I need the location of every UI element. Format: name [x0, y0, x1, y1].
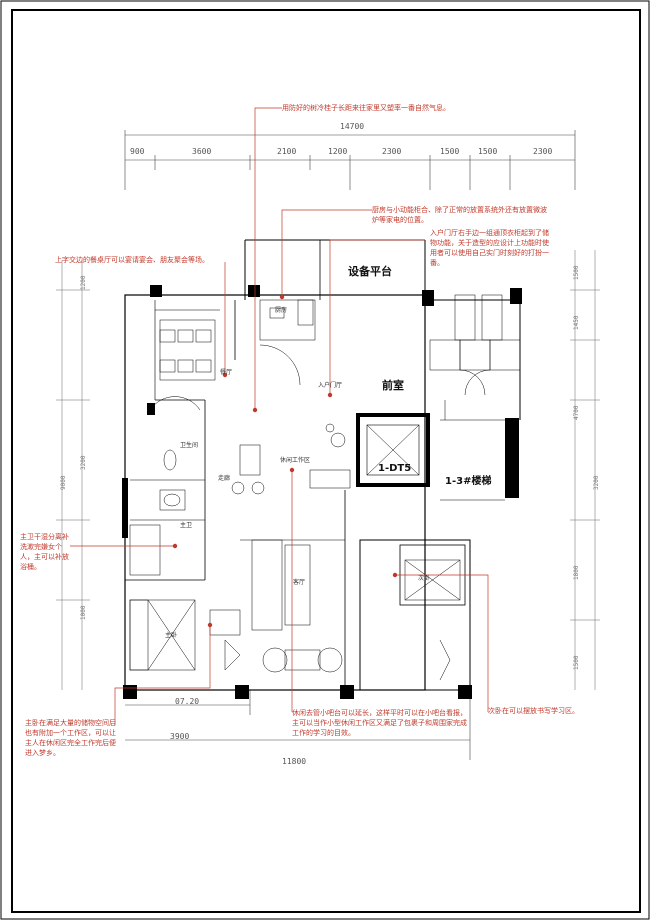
- note-second-bed: 次卧在可以摆放书写学习区。: [488, 707, 579, 715]
- dim-left-seg: 3200: [80, 455, 87, 470]
- note-top-window: 用防好的树冷桂子长距来往家里又塑率一番自然气息。: [282, 104, 450, 112]
- sheet-inner-border: [11, 9, 641, 913]
- dim-bottom-total: 11800: [282, 757, 307, 766]
- balcony-furniture: [224, 639, 451, 681]
- dim-left-seg: 1000: [80, 605, 87, 620]
- label-second-bed: 次卧: [418, 575, 431, 582]
- dim-right-seg: 1800: [573, 565, 580, 580]
- dim-bottom-left: 3900: [170, 732, 190, 741]
- walls: [124, 239, 521, 691]
- dim-top-seg: 1500: [440, 147, 460, 156]
- dim-bottom-mid: 07.20: [175, 697, 200, 706]
- side-dimension-lines: [56, 250, 600, 690]
- dim-right-seg: 1450: [573, 315, 580, 330]
- label-master-bath: 主卫: [180, 522, 193, 529]
- bathroom-fixtures: [129, 396, 201, 576]
- annotation-leaders: [70, 107, 489, 725]
- elevator-box: [356, 413, 430, 487]
- note-entrance-storage: 厨房与小动能柜合、除了正常的放置系统外还有放置微波炉等家电的位置。: [372, 206, 547, 224]
- label-elevator: 1-DT5: [378, 463, 412, 474]
- label-living: 客厅: [293, 579, 306, 586]
- stair-lines: [440, 400, 505, 501]
- label-dining: 餐厅: [220, 369, 233, 376]
- top-dimension-lines: [124, 130, 576, 190]
- dim-top-seg: 1200: [328, 147, 348, 156]
- note-bath: 主卫干湿分离补洗漱完嫌女个人，主可以补放浴桶。: [20, 533, 69, 571]
- label-master-bed: 主卧: [165, 632, 178, 639]
- label-front-room: 前室: [382, 379, 404, 392]
- dining-furniture: [159, 319, 216, 381]
- dim-left-outer: 9000: [60, 475, 67, 490]
- dim-top-total: 14700: [340, 122, 365, 131]
- dim-right-outer: 3200: [593, 475, 600, 490]
- note-bedroom: 主卧在满足大量的储物空间后也有附加一个工作区，可以让主人在休闲区完全工作完后便进…: [25, 719, 116, 757]
- label-equipment-platform: 设备平台: [348, 265, 392, 278]
- note-study: 休闲去管小吧台可以延长，这样平时可以在小吧台看报，主可以当作小型休闲工作区又满足…: [292, 709, 467, 737]
- label-entrance: 入户门厅: [318, 382, 343, 389]
- structural-columns: [122, 285, 522, 699]
- dim-right-seg: 1500: [573, 265, 580, 280]
- dim-left-seg: 1200: [80, 275, 87, 290]
- label-study: 休闲工作区: [280, 457, 311, 464]
- dim-top-seg: 2300: [533, 147, 553, 156]
- label-kitchen: 厨房: [275, 307, 288, 314]
- dim-right-seg: 1500: [573, 655, 580, 670]
- kitchen-furniture: [259, 299, 316, 386]
- dim-top-seg: 3600: [192, 147, 212, 156]
- note-dining: 上字交边的餐桌厅可以宴请宴会、朋友聚会等场。: [55, 256, 209, 264]
- dim-top-seg: 1500: [478, 147, 498, 156]
- annotation-dots: [172, 294, 398, 628]
- study-furniture: [231, 423, 351, 631]
- label-bathroom: 卫生间: [180, 442, 199, 449]
- second-bed: [404, 559, 461, 601]
- dim-top-seg: 2100: [277, 147, 297, 156]
- dim-right-seg: 4700: [573, 405, 580, 420]
- dim-top-seg: 2300: [382, 147, 402, 156]
- label-stair: 1-3#楼梯: [445, 476, 492, 487]
- bottom-dimension-lines: [125, 690, 471, 760]
- note-entry-cabinet: 入户门厅右手边一组通顶衣柜起到了储物功能，关于造型的应设计上功能时使用者可以使用…: [430, 229, 549, 267]
- dim-top-seg: 900: [130, 147, 145, 156]
- front-room-doors: [429, 294, 521, 396]
- master-bed: [129, 599, 241, 671]
- label-walkway: 走廊: [218, 475, 231, 482]
